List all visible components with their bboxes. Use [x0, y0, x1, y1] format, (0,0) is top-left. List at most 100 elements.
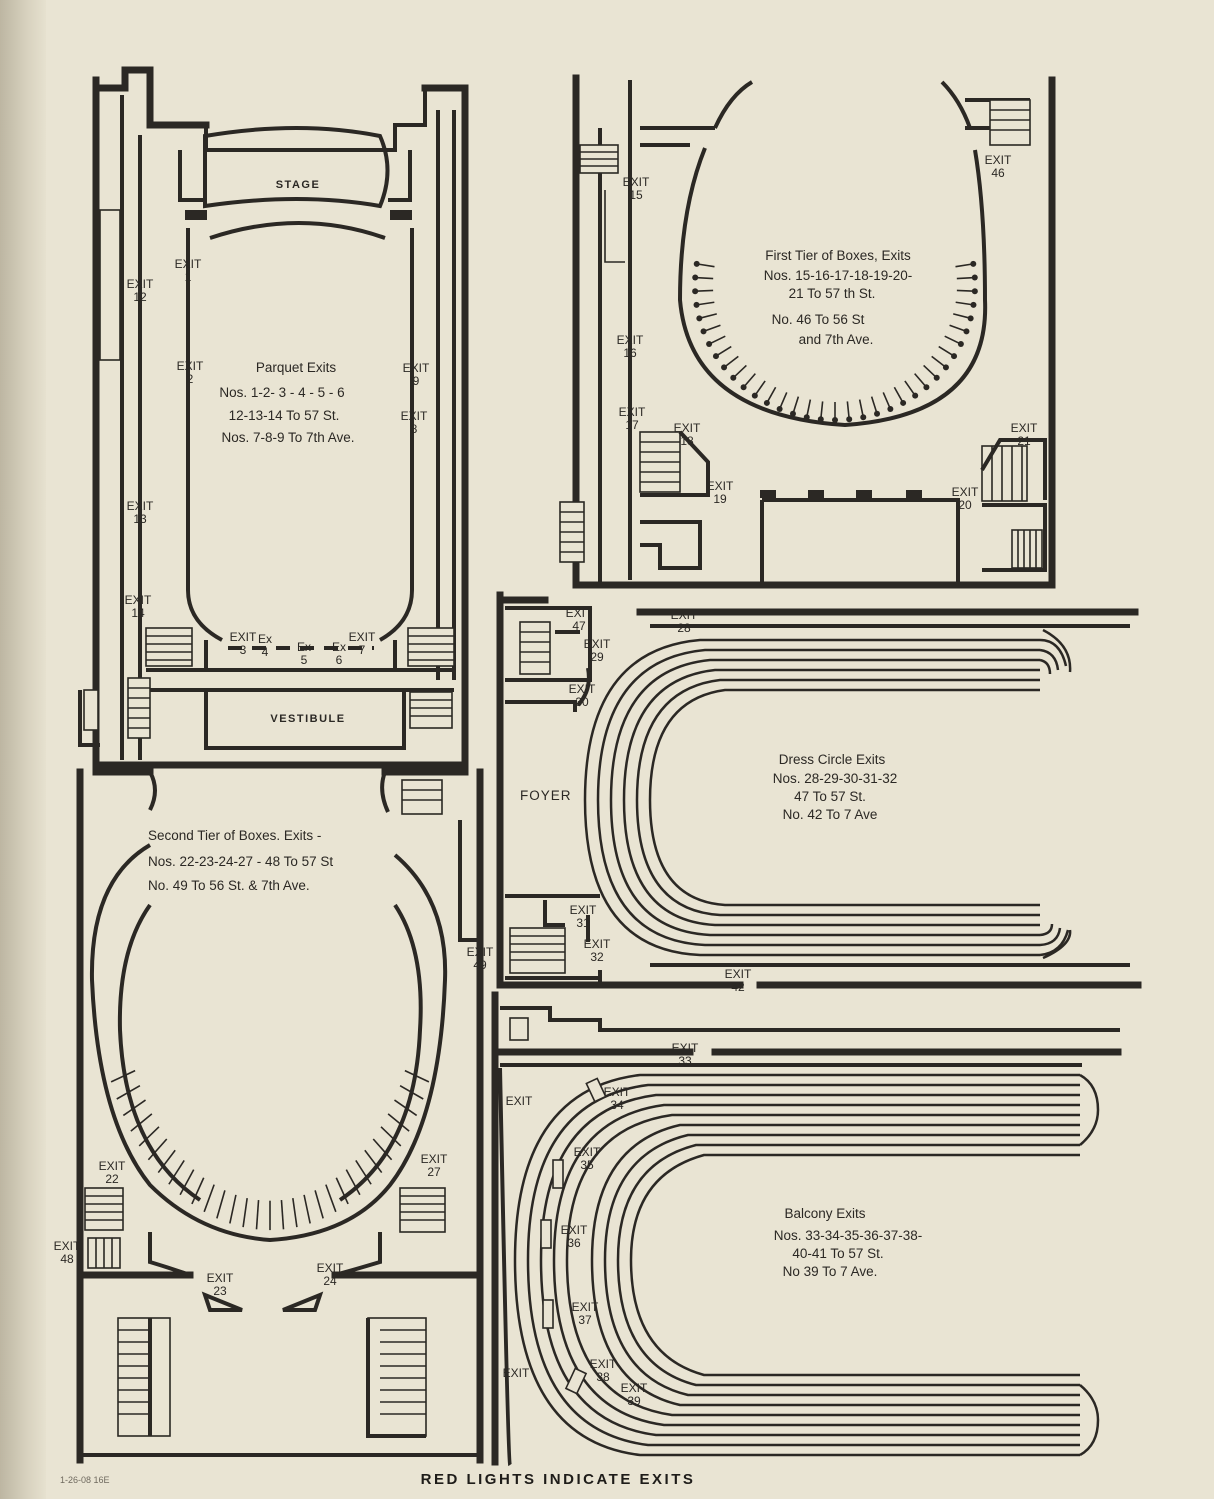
exit-word: EXIT [403, 361, 430, 375]
second-tier-plan [76, 768, 484, 1464]
exit-number: 8 [411, 422, 418, 436]
exit-number: 34 [610, 1098, 624, 1112]
exit-word: EXIT [570, 903, 597, 917]
exit-number: 19 [713, 492, 727, 506]
caption-line: Second Tier of Boxes. Exits - [148, 828, 321, 843]
caption-line: Parquet Exits [256, 360, 337, 375]
parquet-plan [78, 66, 469, 769]
exit-number: 23 [213, 1284, 227, 1298]
exit-number: 13 [133, 512, 147, 526]
exit-word: EXIT [619, 405, 646, 419]
exit-word: EXIT [621, 1381, 648, 1395]
exit-word: EXIT [985, 153, 1012, 167]
exit-word: EXIT [467, 945, 494, 959]
exit-word: EXIT [207, 1271, 234, 1285]
exit-word: EXIT [671, 608, 698, 622]
first-tier-plan [559, 74, 1056, 589]
exit-number: 20 [958, 498, 972, 512]
exit-number: 42 [731, 980, 745, 994]
exit-word: EXIT [421, 1152, 448, 1166]
caption-line: Nos. 22-23-24-27 - 48 To 57 St [148, 854, 333, 869]
exit-word: EXIT [349, 630, 376, 644]
caption-line: and 7th Ave. [799, 332, 874, 347]
exit-word: EXIT [569, 682, 596, 696]
exit-word: EXIT [175, 257, 202, 271]
exit-number: 49 [473, 958, 487, 972]
exit-number: 28 [677, 621, 691, 635]
exit-word: EXIT [623, 175, 650, 189]
room-label-foyer: FOYER [520, 788, 572, 803]
exit-word: EXIT [584, 937, 611, 951]
footer-legend: RED LIGHTS INDICATE EXITS [421, 1471, 696, 1488]
exit-number: 2 [187, 372, 194, 386]
exit-word: EXIT [177, 359, 204, 373]
exit-word: Ex [258, 632, 272, 646]
exit-number: 9 [413, 374, 420, 388]
exit-word: EXIT [707, 479, 734, 493]
first-tier-caption: First Tier of Boxes, Exits Nos. 15-16-17… [764, 248, 913, 347]
exit-word: EXIT [572, 1300, 599, 1314]
exit-number: 18 [680, 434, 694, 448]
exit-number: 21 [1017, 434, 1031, 448]
exit-word: Ex [332, 640, 346, 654]
exit-word: EXIT [617, 333, 644, 347]
exit-word: EXIT [127, 499, 154, 513]
second-tier-partitions [110, 1069, 430, 1231]
room-label-stage: STAGE [276, 179, 321, 191]
exit-word: EXIT [127, 277, 154, 291]
exit-number: 22 [105, 1172, 119, 1186]
exit-number: 46 [991, 166, 1005, 180]
exit-number: 6 [336, 653, 343, 667]
box-seats [692, 260, 978, 423]
caption-line: No. 42 To 7 Ave [783, 807, 878, 822]
exit-number: 36 [567, 1236, 581, 1250]
exit-number: 32 [590, 950, 604, 964]
exit-number: 29 [590, 650, 604, 664]
exit-word: EXIT [590, 1357, 617, 1371]
pencil-annotation: 1-26-08 16E [60, 1475, 110, 1485]
caption-line: Nos. 33-34-35-36-37-38- [774, 1228, 923, 1243]
caption-line: 40-41 To 57 St. [792, 1246, 883, 1261]
exit-word: EXIT [574, 1145, 601, 1159]
exit-word: EXIT [604, 1085, 631, 1099]
exit-number: 4 [262, 645, 269, 659]
caption-line: No. 46 To 56 St [772, 312, 865, 327]
caption-line: No. 49 To 56 St. & 7th Ave. [148, 878, 310, 893]
exit-word: EXIT [566, 606, 593, 620]
exit-word: EXIT [584, 637, 611, 651]
caption-line: Dress Circle Exits [779, 752, 886, 767]
exit-word: EXIT [561, 1223, 588, 1237]
exit-word: EXIT [952, 485, 979, 499]
caption-line: 12-13-14 To 57 St. [229, 408, 340, 423]
exit-word: EXIT [503, 1366, 530, 1380]
dress-circle-caption: Dress Circle Exits Nos. 28-29-30-31-32 4… [773, 752, 898, 822]
exit-number: 27 [427, 1165, 441, 1179]
caption-line: 47 To 57 St. [794, 789, 866, 804]
exit-number: 33 [678, 1054, 692, 1068]
exit-word: EXIT [317, 1261, 344, 1275]
